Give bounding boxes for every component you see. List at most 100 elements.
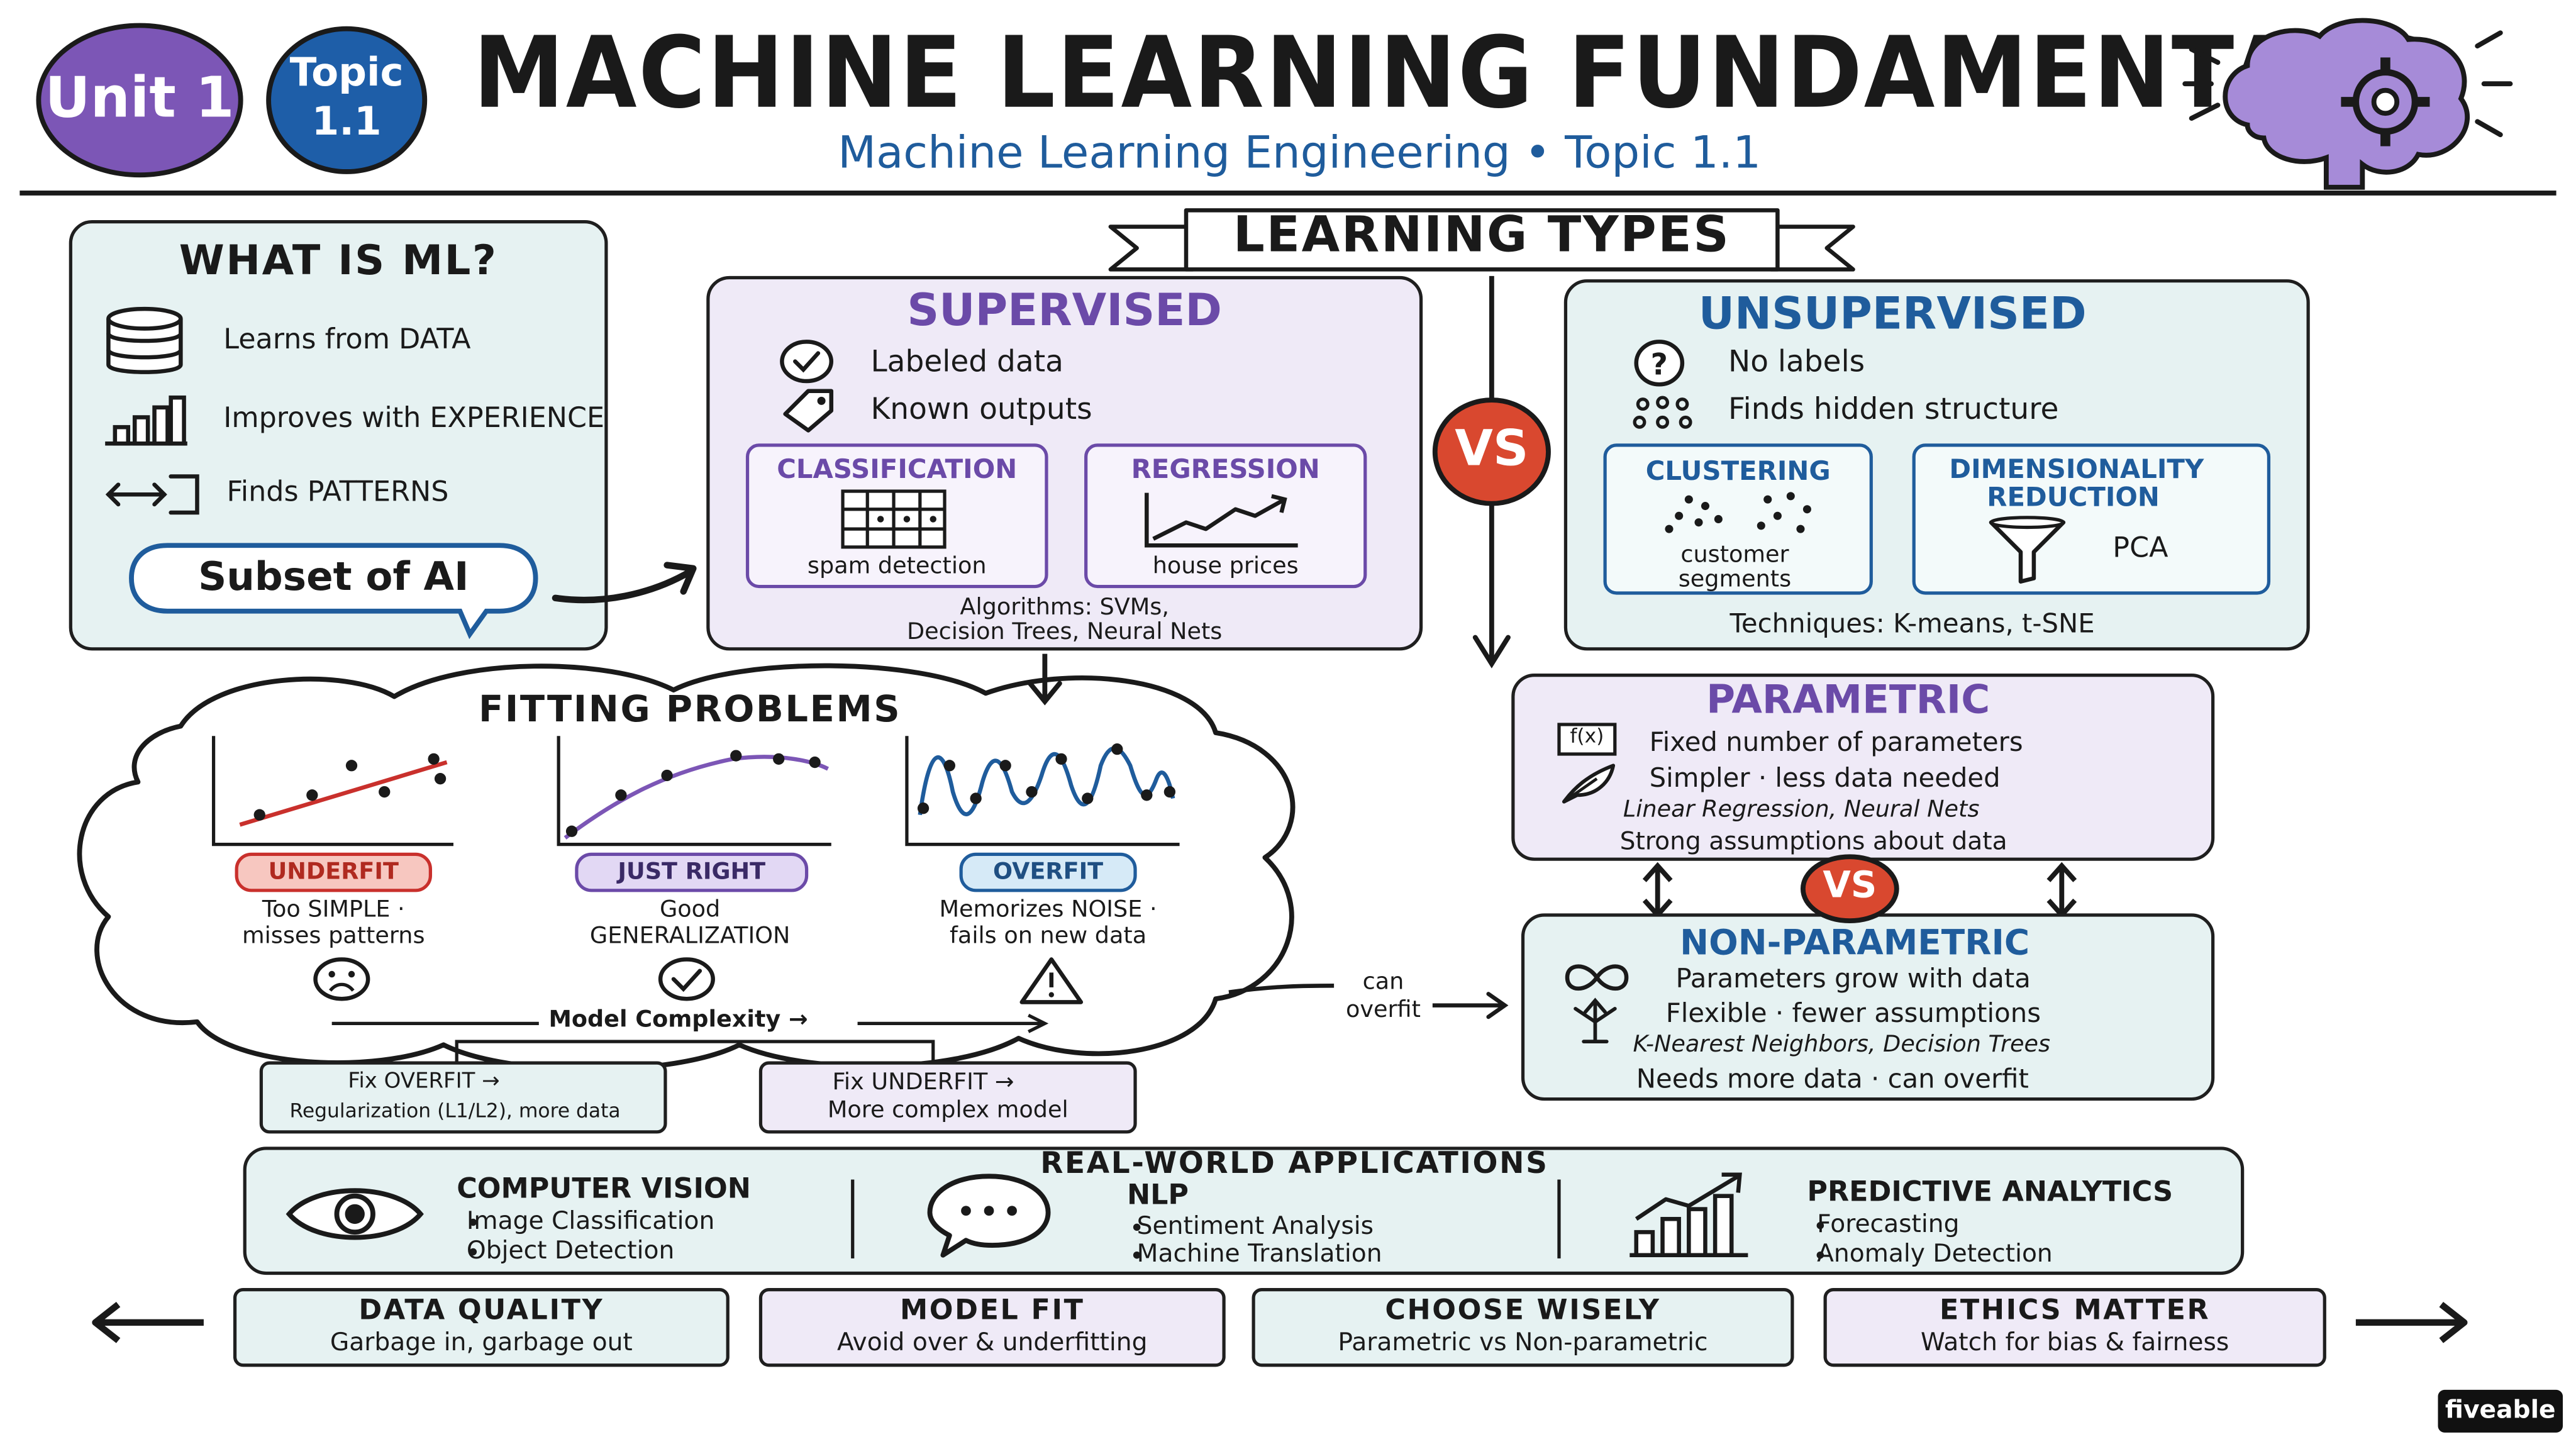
topic-label-line1: Topic (289, 49, 404, 96)
vs-label-bottom: VS (1823, 865, 1877, 907)
non-parametric-item-1: Parameters grow with data (1675, 962, 2031, 994)
function-icon (1557, 723, 1617, 756)
infinity-icon (1565, 964, 1629, 991)
underfit-line2: misses patterns (242, 923, 425, 950)
can-overfit-line2: overfit (1346, 997, 1421, 1024)
question-circle-icon: ? (1634, 340, 1685, 387)
overfit-badge: OVERFIT (959, 852, 1137, 892)
subset-of-ai-label: Subset of AI (198, 553, 469, 600)
non-parametric-item-3: K-Nearest Neighbors, Decision Trees (1633, 1031, 2051, 1058)
chat-bubble-icon (927, 1174, 1051, 1258)
just-right-plot (557, 736, 831, 847)
unsupervised-techniques: Techniques: K-means, t-SNE (1729, 608, 2095, 640)
dimensionality-card (1912, 443, 2271, 595)
unsupervised-item-nolabels: No labels (1728, 345, 1865, 380)
bullet-dots (469, 1218, 1824, 1259)
down-arrow-to-fitting (1027, 653, 1062, 706)
warning-icon (1019, 957, 1084, 1004)
non-parametric-panel (1521, 913, 2215, 1101)
regression-example: house prices (1152, 553, 1299, 580)
sad-face-icon (313, 957, 370, 1001)
regression-card (1084, 443, 1367, 589)
underfit-line1: Too SIMPLE · (262, 897, 405, 924)
database-icon (106, 306, 183, 374)
parametric-item-2: Simpler · less data needed (1649, 762, 2001, 794)
overfit-label: OVERFIT (993, 859, 1104, 886)
classification-title: CLASSIFICATION (777, 453, 1018, 485)
unsupervised-item-hidden: Finds hidden structure (1728, 392, 2059, 428)
fitting-title: FITTING PROBLEMS (478, 690, 902, 731)
nlp-item-1: Sentiment Analysis (1136, 1211, 1374, 1241)
app-divider-1 (851, 1179, 855, 1258)
topic-badge (266, 26, 428, 174)
nlp-item-2: Machine Translation (1136, 1238, 1382, 1269)
classification-example: spam detection (807, 553, 987, 580)
just-right-line1: Good (659, 897, 721, 924)
non-parametric-item-4: Needs more data · can overfit (1636, 1063, 2029, 1094)
ml-item-patterns: Finds PATTERNS (226, 476, 449, 509)
speech-bubble-shape (129, 543, 538, 640)
footer-text-1: Garbage in, garbage out (330, 1327, 633, 1357)
arrow-into-box-icon (105, 474, 199, 515)
feather-icon (1562, 763, 1616, 804)
fix-underfit-line2: More complex model (827, 1097, 1069, 1124)
footer-right-arrow (2355, 1301, 2468, 1343)
clusters-icon (1665, 492, 1811, 533)
svg-text:?: ? (1651, 348, 1668, 382)
non-parametric-title: NON-PARAMETRIC (1680, 923, 2030, 963)
just-right-badge: JUST RIGHT (575, 852, 809, 892)
ml-item-experience: Improves with EXPERIENCE (223, 402, 605, 436)
unit-label: Unit 1 (45, 65, 235, 131)
parametric-item-4: Strong assumptions about data (1619, 826, 2007, 856)
supervised-algorithms-line1: Algorithms: SVMs, (960, 594, 1169, 621)
footer-card-model-fit (758, 1287, 1226, 1367)
can-overfit-arrow (1228, 984, 1509, 1019)
dimensionality-example: PCA (2112, 532, 2168, 565)
double-arrow-left (1642, 862, 1673, 919)
pa-item-2: Anomaly Detection (1817, 1238, 2053, 1269)
check-circle-icon (658, 957, 715, 1001)
unsupervised-title: UNSUPERVISED (1698, 289, 2087, 340)
vs-badge-top (1432, 397, 1551, 506)
brand-label: fiveable (2445, 1394, 2556, 1424)
footer-title-3: CHOOSE WISELY (1385, 1294, 1661, 1328)
learning-types-title: LEARNING TYPES (1233, 207, 1731, 265)
double-arrow-right (2046, 862, 2077, 919)
cv-item-2: Object Detection (466, 1235, 675, 1265)
footer-card-data-quality (233, 1287, 730, 1367)
overfit-plot (905, 736, 1180, 847)
supervised-item-labeled: Labeled data (870, 345, 1063, 380)
header-divider (19, 191, 2557, 196)
regression-title: REGRESSION (1131, 453, 1320, 485)
cv-item-1: Image Classification (466, 1206, 715, 1236)
pa-item-1: Forecasting (1817, 1209, 1960, 1239)
overfit-line2: fails on new data (950, 923, 1147, 950)
footer-text-2: Avoid over & underfitting (836, 1327, 1148, 1357)
brand-badge (2438, 1389, 2563, 1433)
branching-arrows-icon (1574, 997, 1617, 1044)
tag-icon (783, 389, 834, 433)
footer-title-2: MODEL FIT (899, 1294, 1085, 1328)
bar-chart-icon (105, 395, 187, 446)
applications-panel (243, 1146, 2245, 1275)
dimensionality-title-line2: REDUCTION (1987, 481, 2160, 513)
what-is-ml-title: WHAT IS ML? (179, 236, 498, 284)
fix-underfit-box (758, 1061, 1137, 1134)
fix-overfit-line1: Fix OVERFIT → (348, 1069, 500, 1094)
check-circle-icon (780, 340, 834, 384)
applications-title: REAL-WORLD APPLICATIONS (1040, 1146, 1549, 1182)
clustering-example-line2: segments (1678, 567, 1792, 594)
footer-text-4: Watch for bias & fairness (1921, 1327, 2229, 1357)
supervised-title: SUPERVISED (907, 286, 1222, 337)
parametric-title: PARAMETRIC (1706, 677, 1990, 723)
footer-card-choose-wisely (1252, 1287, 1794, 1367)
function-icon-label: f(x) (1570, 724, 1604, 748)
underfit-badge: UNDERFIT (235, 852, 433, 892)
page-title: MACHINE LEARNING FUNDAMENTALS (473, 16, 2429, 131)
fix-bracket (455, 1040, 935, 1065)
parametric-item-3: Linear Regression, Neural Nets (1623, 796, 1980, 823)
footer-title-1: DATA QUALITY (358, 1294, 604, 1328)
dimensionality-title-line1: DIMENSIONALITY (1949, 453, 2204, 485)
growth-chart-icon (1629, 1172, 1748, 1257)
